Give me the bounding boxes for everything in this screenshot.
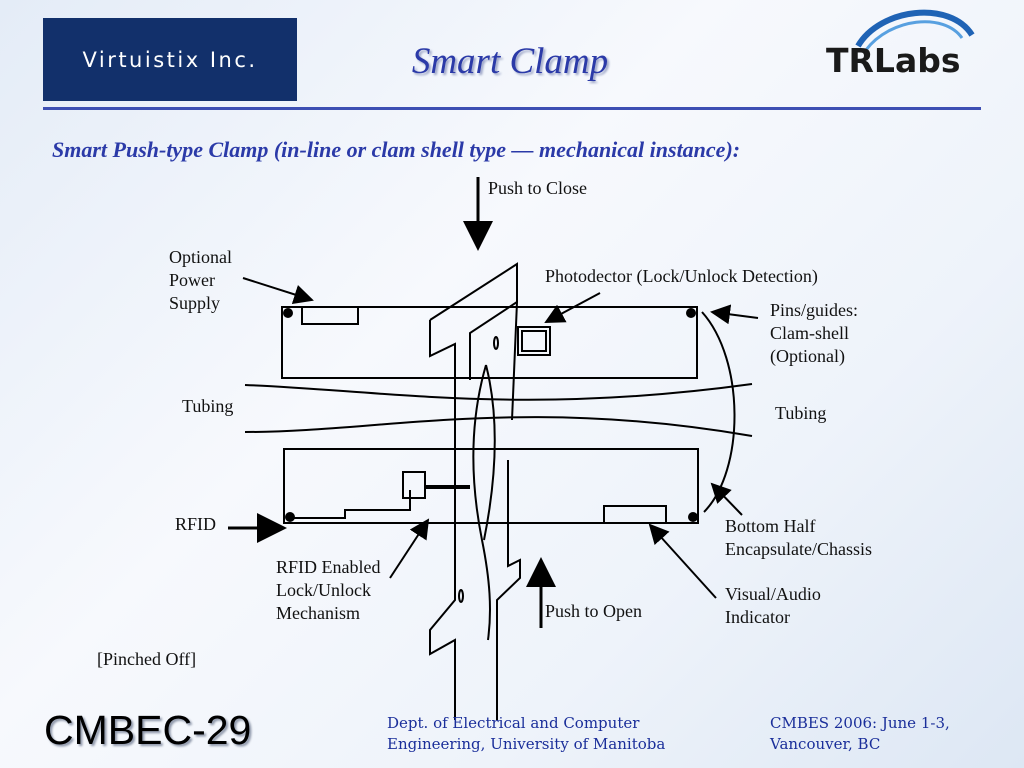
tubing-lower — [244, 416, 753, 437]
power-supply-slot — [301, 306, 359, 325]
label-pinched-off: [Pinched Off] — [97, 649, 197, 669]
clamshell-hinge — [701, 311, 736, 513]
virtuistix-logo-text: Virtuistix Inc. — [82, 47, 258, 72]
label-visual-audio: Visual/Audio Indicator — [725, 584, 821, 627]
slide-title: Smart Clamp — [411, 41, 609, 82]
tubing-upper — [244, 383, 753, 401]
label-tubing-left: Tubing — [182, 396, 234, 416]
label-photodetector: Photodector (Lock/Unlock Detection) — [545, 266, 818, 286]
photodetector — [517, 326, 551, 356]
plunger — [429, 262, 518, 720]
indicator-slot — [603, 505, 667, 524]
plunger-right — [496, 301, 521, 720]
footer-conference: CMBES 2006: June 1-3, Vancouver, BC — [770, 714, 950, 753]
footer-department: Dept. of Electrical and Computer Enginee… — [387, 714, 666, 753]
label-optional-power-supply: Optional Power Supply — [169, 247, 232, 313]
bottom-half-housing — [283, 448, 699, 524]
label-pins-guides: Pins/guides: Clam-shell (Optional) — [770, 300, 859, 366]
slide-subtitle: Smart Push-type Clamp (in-line or clam s… — [52, 137, 741, 162]
lock-mechanism — [402, 471, 426, 499]
label-bottom-half: Bottom Half Encapsulate/Chassis — [725, 516, 872, 559]
label-push-to-open: Push to Open — [545, 601, 643, 621]
label-tubing-right: Tubing — [775, 403, 827, 423]
label-rfid-mechanism: RFID Enabled Lock/Unlock Mechanism — [276, 557, 381, 623]
virtuistix-logo: Virtuistix Inc. — [43, 18, 297, 101]
rfid-trace — [290, 490, 411, 519]
label-rfid: RFID — [175, 514, 217, 534]
plunger-finger — [472, 364, 491, 641]
top-half-housing — [281, 306, 698, 379]
plunger-finger-2 — [483, 364, 496, 541]
slide-id: CMBEC-29 — [44, 707, 252, 753]
header-divider — [43, 107, 981, 110]
label-push-to-close: Push to Close — [488, 178, 588, 198]
